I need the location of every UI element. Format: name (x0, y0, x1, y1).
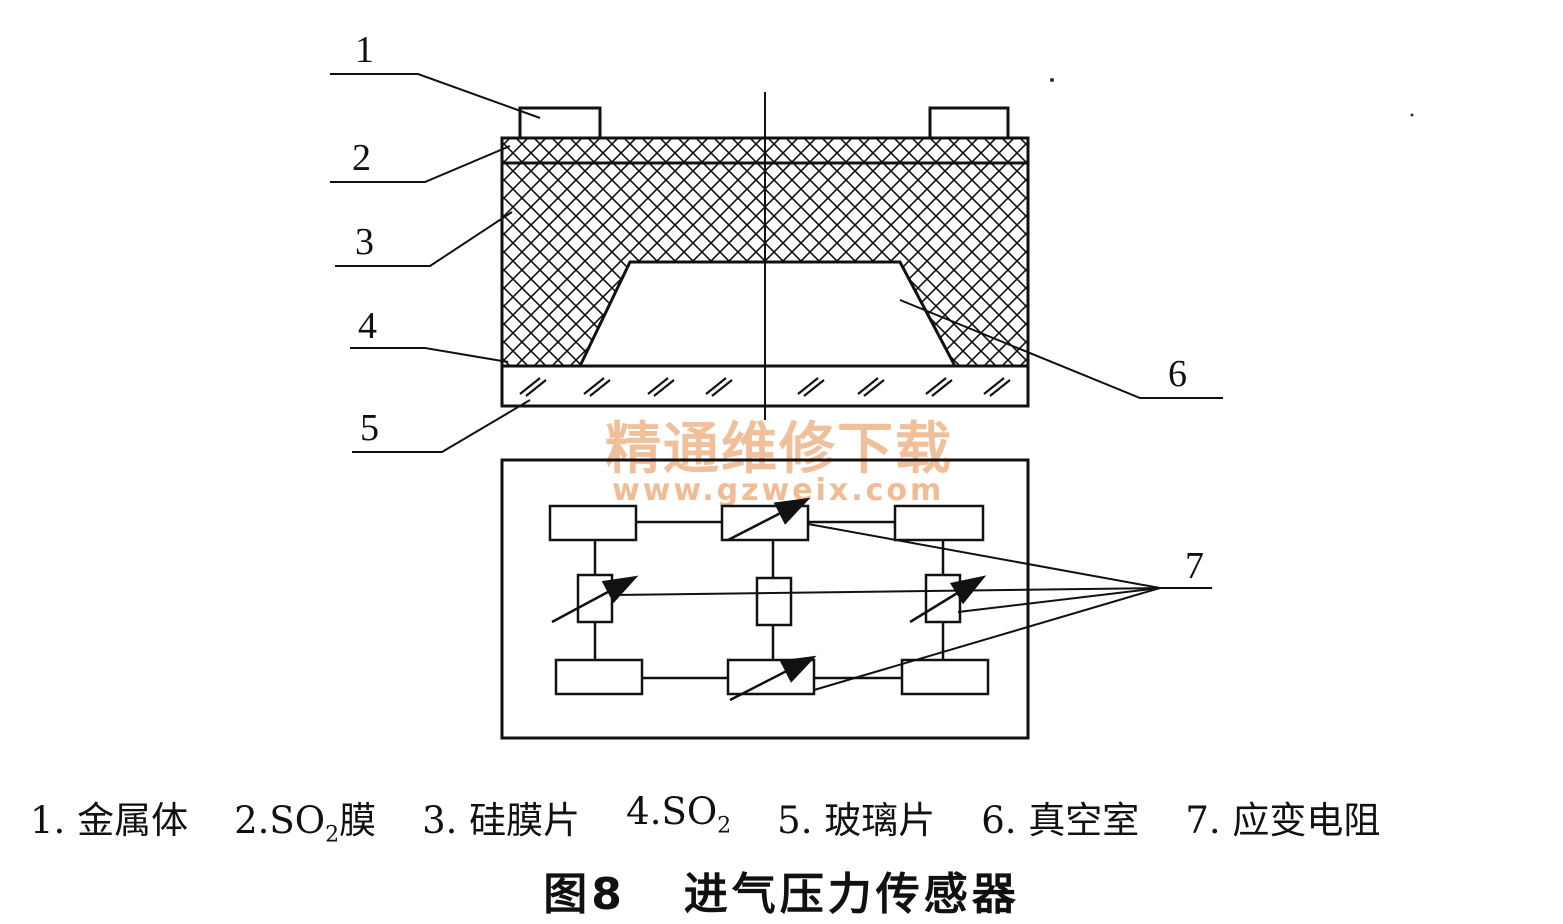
label-7: 7 (1185, 545, 1204, 587)
leader-lines (330, 73, 1223, 453)
resistor-bottom-left (554, 658, 644, 696)
figure-number: 图8 (543, 869, 626, 920)
label-7-leaders (611, 523, 1212, 691)
watermark-url: www.gzweix.com (612, 473, 944, 508)
strain-resistor-mid-right (924, 573, 962, 624)
label-6: 6 (1168, 353, 1187, 395)
label-3: 3 (355, 221, 374, 263)
legend-item-2: 2.SO2 膜 (234, 799, 377, 848)
pressure-sensor-diagram: 1 2 3 4 5 6 7 精通维修下载 www.gzweix.com (330, 29, 1414, 740)
metal-body-left (518, 106, 602, 140)
figure-caption: 图8 进气压力传感器 (0, 858, 1563, 922)
resistor-top-right (893, 504, 985, 542)
metal-body-right (928, 106, 1010, 140)
resistor-mid-center (755, 576, 793, 627)
strain-resistor-top-center (720, 504, 810, 542)
label-1: 1 (355, 29, 374, 71)
legend-item-7: 7. 应变电阻 (1185, 799, 1381, 842)
glass-hatch-marks (519, 377, 1011, 397)
label-4: 4 (358, 305, 377, 347)
resistor-network (548, 504, 990, 696)
vacuum-chamber (577, 260, 958, 368)
strain-resistor-bottom-center (726, 658, 816, 696)
label-2: 2 (352, 137, 371, 179)
legend-item-4: 4.SO2 (626, 790, 732, 839)
figure-title: 进气压力传感器 (683, 869, 1020, 920)
label-5: 5 (360, 407, 379, 449)
legend-item-5: 5. 玻璃片 (777, 799, 936, 842)
legend-item-6: 6. 真空室 (981, 799, 1140, 842)
legend-item-3: 3. 硅膜片 (422, 799, 581, 842)
resistor-bottom-right (900, 658, 990, 696)
variable-resistor-arrows (551, 497, 987, 702)
speck (1410, 113, 1414, 117)
legend: 1. 金属体 2.SO2 膜 3. 硅膜片 4.SO2 5. 玻璃片 6. 真空… (30, 790, 1540, 847)
speck (1050, 78, 1054, 82)
watermark-title: 精通维修下载 (605, 417, 953, 482)
legend-item-1: 1. 金属体 (30, 799, 189, 842)
bottom-view-frame (500, 458, 1030, 740)
resistor-top-left (548, 504, 638, 542)
